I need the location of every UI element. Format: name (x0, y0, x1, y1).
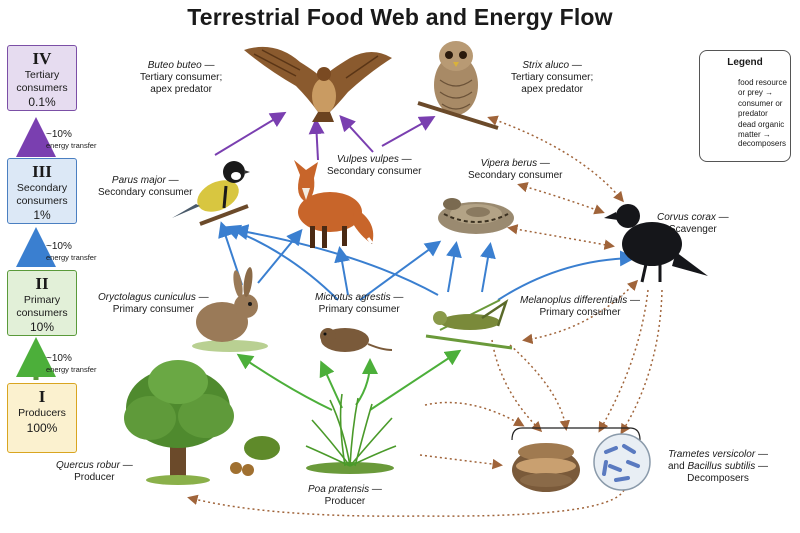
label-decomposers: Trametes versicolor —and Bacillus subtil… (668, 449, 769, 484)
label-microtus: Microtus agrestis —Primary consumer (315, 292, 404, 315)
legend-item: consumer or predator (738, 99, 783, 118)
grass-illustration (305, 393, 397, 474)
level-box-primary: II Primary consumers 10% (7, 270, 77, 336)
efficiency-label: ~10% energy transfer (46, 353, 97, 374)
efficiency-label: ~10% energy transfer (46, 129, 97, 150)
hawk-illustration (244, 46, 392, 122)
grasshopper-illustration (425, 298, 513, 350)
efficiency-label: ~10% energy transfer (46, 241, 97, 262)
label-corvus: Corvus corax —Scavenger (657, 212, 729, 235)
level-name: Tertiary consumers (16, 69, 68, 94)
label-vipera: Vipera berus —Secondary consumer (468, 158, 563, 181)
vole-illustration (320, 328, 393, 352)
level-percent: 100% (26, 420, 58, 435)
level-numeral: II (35, 274, 49, 293)
label-poa: Poa pratensis —Producer (308, 484, 382, 507)
raven-illustration (604, 204, 708, 283)
prey-arrows (218, 221, 636, 301)
fox-illustration (294, 160, 374, 248)
level-box-producers: I Producers 100% (7, 383, 77, 453)
predator-arrows (214, 111, 436, 161)
level-numeral: IV (32, 49, 52, 68)
label-strix: Strix aluco —Tertiary consumer;apex pred… (511, 60, 594, 95)
decomposer-arrows (187, 115, 663, 517)
legend-title: Legend (727, 57, 763, 68)
rabbit-illustration (192, 267, 268, 352)
legend-item: or prey → (738, 88, 774, 97)
level-numeral: I (38, 387, 46, 406)
label-quercus: Quercus robur —Producer (56, 460, 133, 483)
level-name: Secondary consumers (16, 182, 68, 207)
label-melanoplus: Melanoplus differentialis —Primary consu… (520, 295, 641, 318)
viper-illustration (438, 198, 514, 234)
legend: Legend food resource or prey → consumer … (699, 50, 791, 162)
producer-arrows (236, 349, 462, 411)
owl-illustration (417, 41, 499, 130)
decomposers-illustration (511, 427, 651, 492)
legend-item: dead organic matter → decomposers (738, 120, 787, 148)
great-tit-illustration (172, 161, 250, 226)
level-name: Primary consumers (16, 294, 68, 319)
label-vulpes: Vulpes vulpes —Secondary consumer (327, 154, 422, 177)
level-percent: 10% (29, 320, 55, 334)
page-title: Terrestrial Food Web and Energy Flow (187, 4, 613, 30)
level-name: Producers (18, 407, 66, 419)
level-box-tertiary: IV Tertiary consumers 0.1% (7, 45, 77, 111)
oak-tree-illustration (124, 360, 280, 485)
legend-item: food resource (738, 78, 787, 87)
label-parus: Parus major —Secondary consumer (98, 175, 193, 198)
level-percent: 1% (33, 208, 51, 222)
level-percent: 0.1% (28, 95, 56, 109)
level-box-secondary: III Secondary consumers 1% (7, 158, 77, 224)
level-numeral: III (32, 162, 52, 181)
label-buteo: Buteo buteo —Tertiary consumer;apex pred… (140, 60, 223, 95)
label-oryctolagus: Oryctolagus cuniculus —Primary consumer (98, 292, 209, 315)
